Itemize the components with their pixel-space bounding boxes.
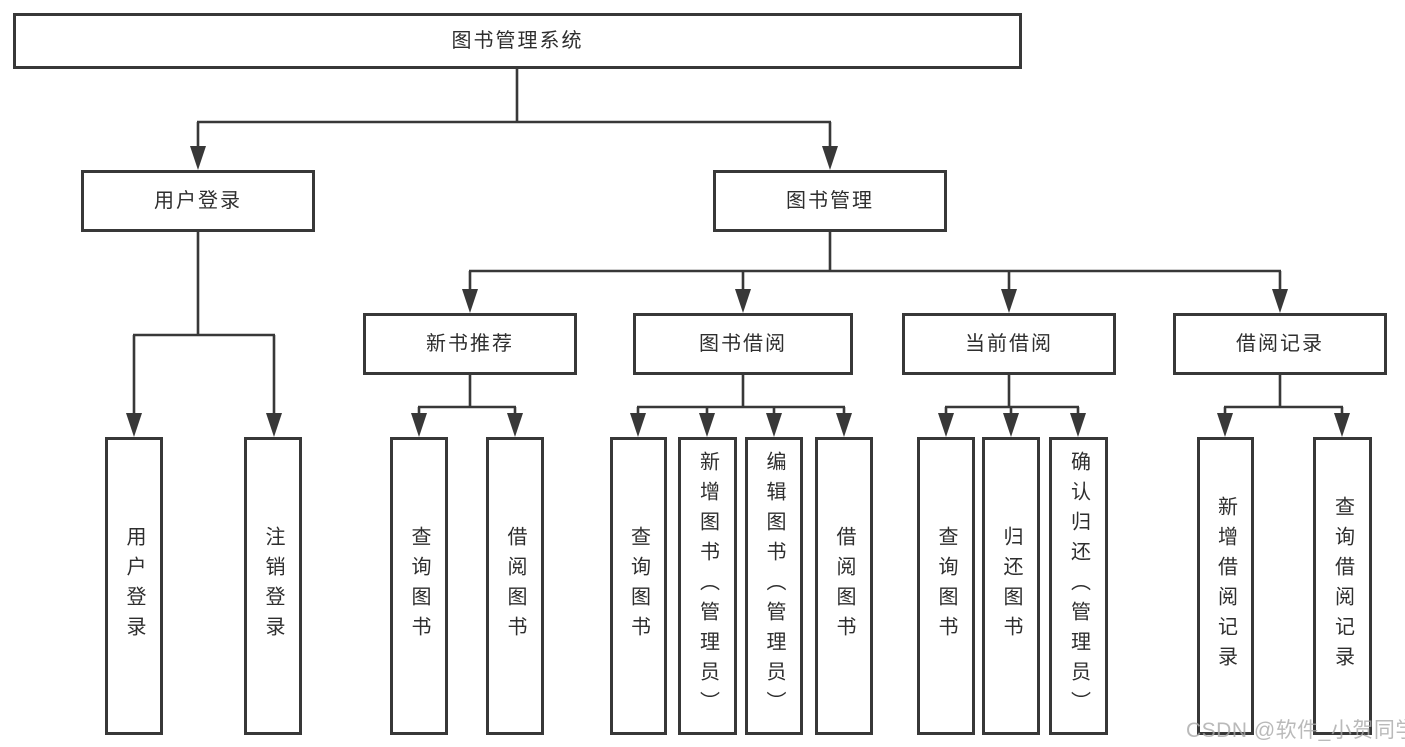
arrow-down-icon: [1217, 413, 1233, 437]
leaf-logout-login-label: 注销登录: [262, 526, 284, 646]
leaf-query-borrow-record-label: 查询借阅记录: [1331, 496, 1354, 676]
node-borrowing-records-label: 借阅记录: [1236, 333, 1324, 355]
node-borrowing-records: 借阅记录: [1173, 313, 1387, 375]
arrow-down-icon: [1334, 413, 1350, 437]
arrow-down-icon: [938, 413, 954, 437]
node-new-book-recommend-label: 新书推荐: [426, 333, 514, 355]
arrow-down-icon: [507, 413, 523, 437]
node-current-borrowing-label: 当前借阅: [965, 333, 1053, 355]
leaf-query-books-borrowing: 查询图书: [610, 437, 667, 735]
leaf-edit-books-admin: 编辑图书（管理员）: [745, 437, 803, 735]
leaf-query-books-recommend-label: 查询图书: [408, 526, 430, 646]
leaf-logout-login: 注销登录: [244, 437, 302, 735]
leaf-confirm-return-admin-label: 确认归还（管理员）: [1067, 451, 1090, 721]
arrow-down-icon: [462, 289, 478, 313]
leaf-user-login-label: 用户登录: [123, 526, 145, 646]
arrow-down-icon: [266, 413, 282, 437]
arrow-down-icon: [766, 413, 782, 437]
leaf-return-books-label: 归还图书: [1000, 526, 1022, 646]
arrow-down-icon: [630, 413, 646, 437]
arrow-down-icon: [699, 413, 715, 437]
arrow-down-icon: [411, 413, 427, 437]
node-book-management-label: 图书管理: [786, 190, 874, 212]
leaf-query-books-current-label: 查询图书: [935, 526, 957, 646]
arrow-down-icon: [836, 413, 852, 437]
node-root-system: 图书管理系统: [13, 13, 1022, 69]
arrow-down-icon: [1272, 289, 1288, 313]
arrow-down-icon: [190, 146, 206, 170]
leaf-borrow-books-recommend: 借阅图书: [486, 437, 544, 735]
leaf-borrow-books-recommend-label: 借阅图书: [504, 526, 526, 646]
node-root-label: 图书管理系统: [451, 30, 584, 52]
arrow-down-icon: [822, 146, 838, 170]
leaf-query-borrow-record: 查询借阅记录: [1313, 437, 1372, 735]
node-book-management: 图书管理: [713, 170, 947, 232]
arrow-down-icon: [735, 289, 751, 313]
leaf-borrow-books-borrowing: 借阅图书: [815, 437, 873, 735]
leaf-confirm-return-admin: 确认归还（管理员）: [1049, 437, 1108, 735]
arrow-down-icon: [126, 413, 142, 437]
leaf-add-books-admin: 新增图书（管理员）: [678, 437, 737, 735]
leaf-query-books-recommend: 查询图书: [390, 437, 448, 735]
leaf-query-books-current: 查询图书: [917, 437, 975, 735]
arrow-down-icon: [1003, 413, 1019, 437]
leaf-user-login: 用户登录: [105, 437, 163, 735]
leaf-borrow-books-borrowing-label: 借阅图书: [833, 526, 855, 646]
arrow-down-icon: [1001, 289, 1017, 313]
node-user-login: 用户登录: [81, 170, 315, 232]
node-current-borrowing: 当前借阅: [902, 313, 1116, 375]
arrow-down-icon: [1070, 413, 1086, 437]
leaf-add-books-admin-label: 新增图书（管理员）: [696, 451, 719, 721]
node-book-borrowing: 图书借阅: [633, 313, 853, 375]
node-new-book-recommend: 新书推荐: [363, 313, 577, 375]
watermark-text: CSDN @软件_小贺同学: [1186, 719, 1405, 742]
leaf-return-books: 归还图书: [982, 437, 1040, 735]
leaf-edit-books-admin-label: 编辑图书（管理员）: [763, 451, 785, 721]
leaf-add-borrow-record-label: 新增借阅记录: [1214, 496, 1237, 676]
node-book-borrowing-label: 图书借阅: [699, 333, 787, 355]
leaf-add-borrow-record: 新增借阅记录: [1197, 437, 1254, 735]
leaf-query-books-borrowing-label: 查询图书: [627, 526, 650, 646]
node-user-login-label: 用户登录: [154, 190, 242, 212]
